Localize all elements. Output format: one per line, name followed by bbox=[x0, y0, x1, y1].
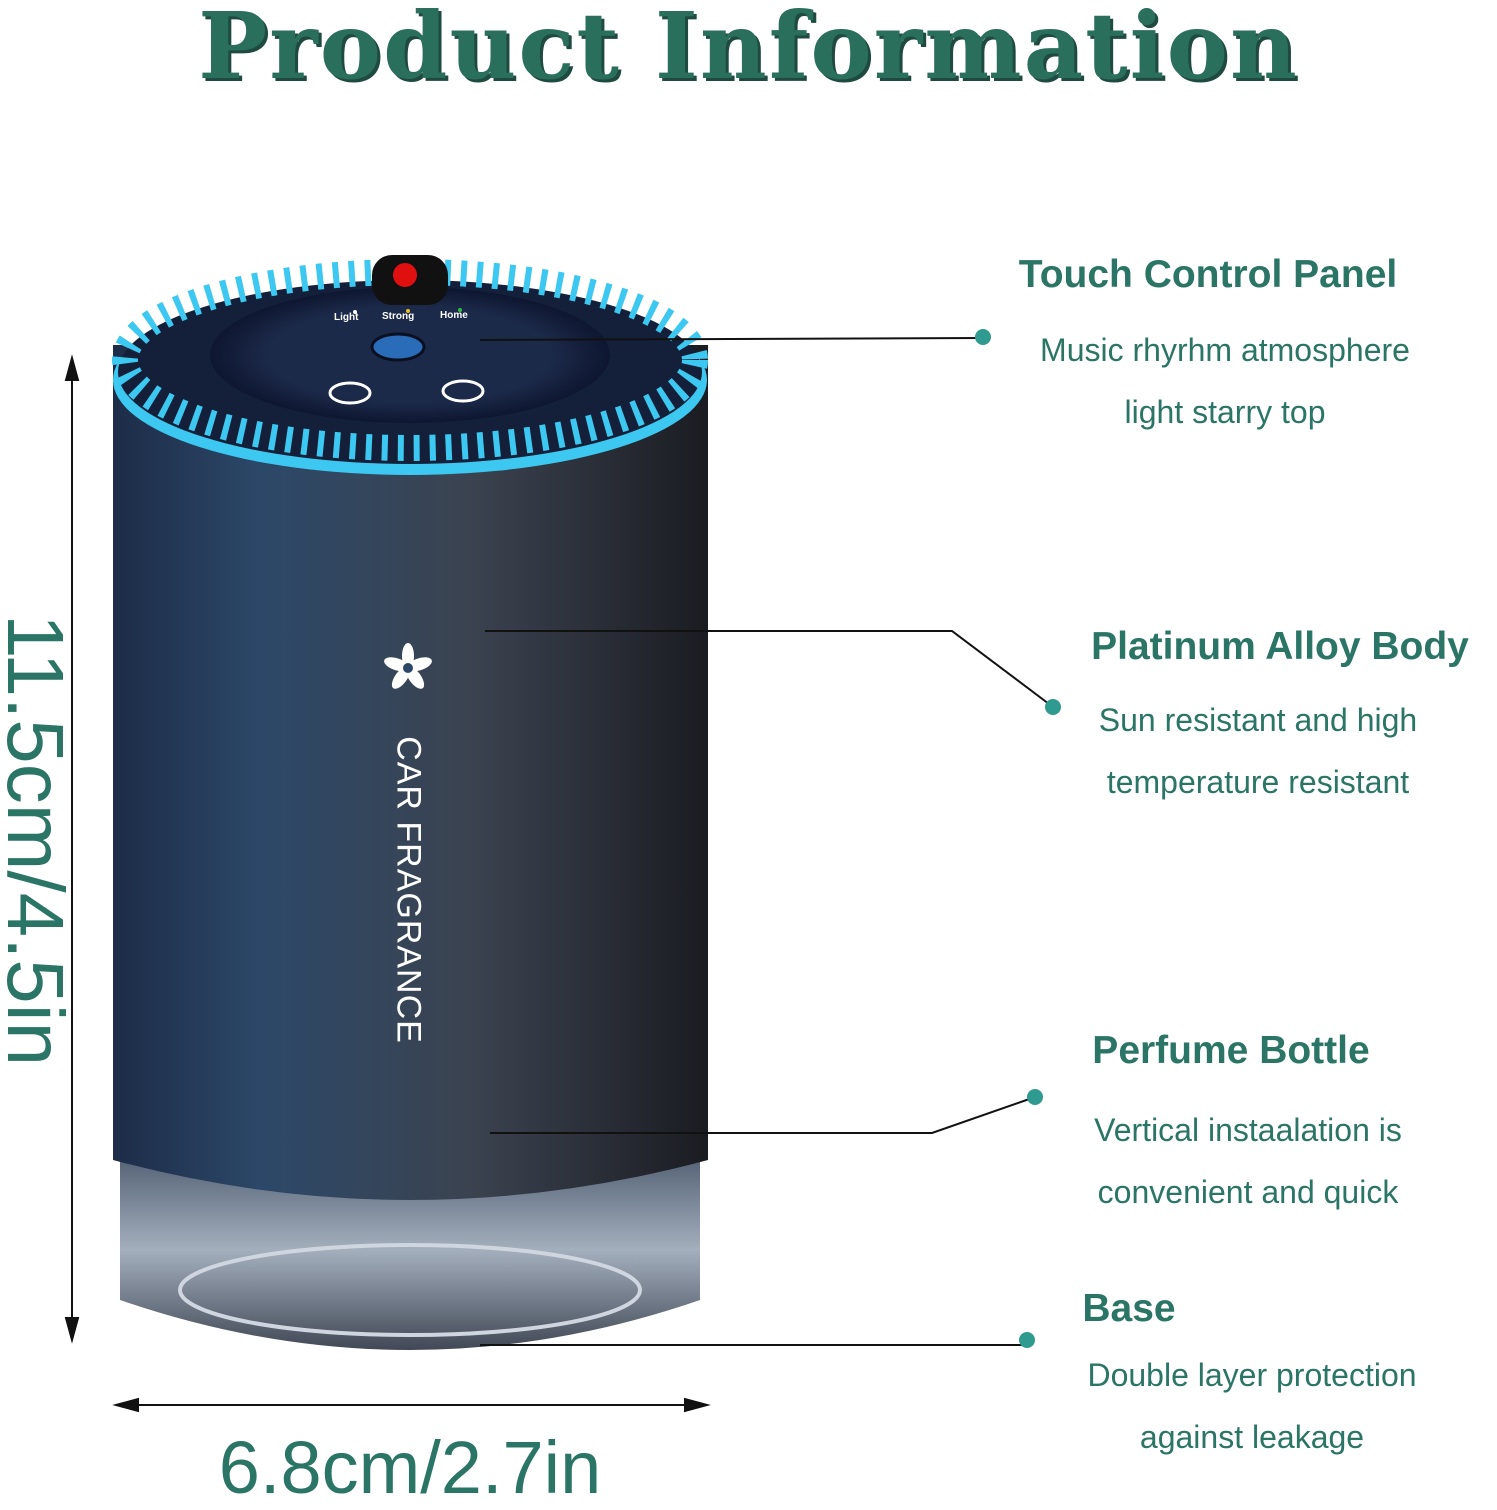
panel-label-light: Light bbox=[334, 312, 359, 323]
panel-label-home: Home bbox=[440, 310, 468, 321]
callout-line-body bbox=[485, 630, 1054, 708]
callout-line-touch bbox=[479, 337, 984, 341]
base bbox=[120, 1150, 700, 1350]
callout-dot bbox=[1027, 1089, 1043, 1105]
callout-desc: Double layer protection bbox=[1087, 1357, 1417, 1393]
callout-desc: temperature resistant bbox=[1106, 764, 1410, 800]
flower-logo-icon bbox=[384, 643, 432, 689]
callout-desc: Vertical instaalation is bbox=[1094, 1112, 1402, 1148]
mode-icon bbox=[441, 379, 485, 403]
callout-dot bbox=[1045, 699, 1061, 715]
callout-title-perfume-bottle: Perfume Bottle bbox=[1092, 1029, 1370, 1072]
callout-title-base: Base bbox=[1082, 1287, 1176, 1330]
power-icon bbox=[328, 381, 372, 405]
width-dimension-arrow bbox=[112, 1397, 711, 1413]
callout-title-platinum-alloy-body: Platinum Alloy Body bbox=[1091, 625, 1469, 668]
callout-dot bbox=[975, 329, 991, 345]
callout-desc: convenient and quick bbox=[1097, 1174, 1399, 1210]
width-dimension-label: 6.8cm/2.7in bbox=[218, 1426, 602, 1509]
callout-desc: Sun resistant and high bbox=[1098, 702, 1418, 738]
page-title: Product Information bbox=[198, 0, 1299, 100]
callout-title-touch-control-panel: Touch Control Panel bbox=[1018, 253, 1398, 296]
callout-desc: against leakage bbox=[1139, 1419, 1365, 1455]
height-dimension-arrow bbox=[64, 354, 80, 1344]
callout-desc: light starry top bbox=[1124, 394, 1326, 430]
brand-text: CAR FRAGRANCE bbox=[389, 736, 428, 1044]
callout-dot bbox=[1019, 1332, 1035, 1348]
callout-desc: Music rhyrhm atmosphere bbox=[1040, 332, 1410, 368]
panel-label-strong: Strong bbox=[382, 311, 415, 322]
alloy-body bbox=[113, 345, 708, 1200]
callout-line-bottle bbox=[490, 1096, 1036, 1134]
height-dimension-label: 11.5cm/4.5in bbox=[0, 613, 80, 1067]
